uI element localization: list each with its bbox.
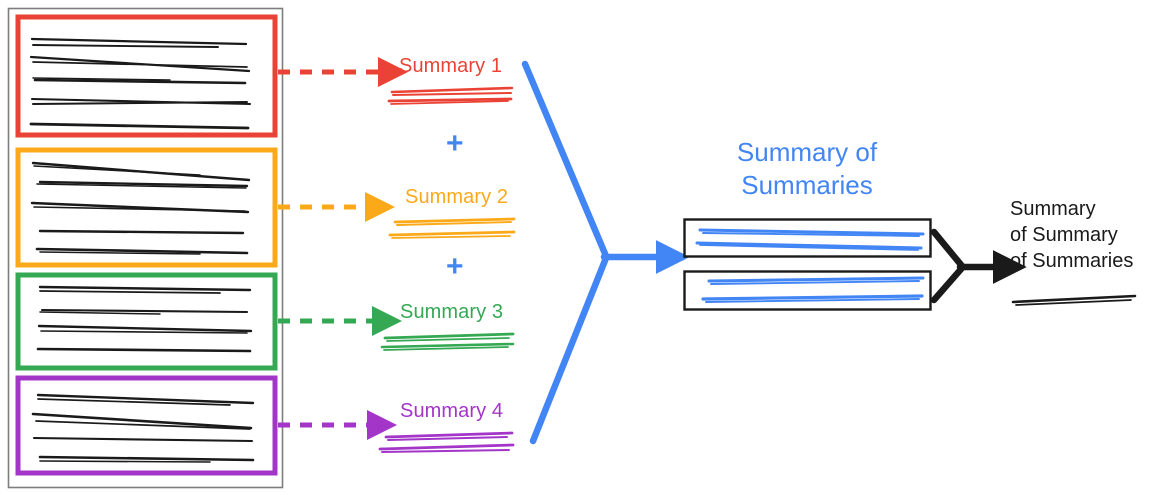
final-output-line-1: Summary (1010, 198, 1096, 220)
summary-3-lines (380, 332, 515, 351)
final-output-label: Summary of Summary of Summaries (1010, 196, 1133, 274)
sos-box-2[interactable] (683, 270, 932, 311)
chunk-2-text-lines (30, 161, 251, 255)
sos-box-1-lines (695, 228, 925, 251)
summary-2-label: Summary 2 (405, 186, 509, 208)
summary-3-label: Summary 3 (400, 301, 504, 323)
black-merge-arrow (930, 228, 1027, 304)
summary-2-lines (388, 217, 516, 239)
source-chunk-1[interactable] (15, 14, 278, 138)
blue-merge-arrow (521, 60, 690, 445)
sos-title-line-2: Summaries (741, 169, 873, 200)
source-chunk-2[interactable] (15, 147, 278, 268)
chunk-1-text-lines (29, 37, 252, 130)
chunk-4-text-lines (31, 393, 255, 463)
final-output-line-3: of Summaries (1010, 250, 1134, 272)
summary-1-lines (387, 86, 514, 105)
summary-of-summaries-title: Summary of Summaries (677, 136, 937, 201)
summary-4-lines (378, 431, 515, 453)
sos-box-1[interactable] (683, 218, 932, 258)
sos-box-2-lines (701, 276, 925, 303)
final-output-line-2: of Summary (1010, 224, 1118, 246)
final-output-line (1011, 294, 1137, 306)
plus-icon-2: + (446, 250, 464, 283)
plus-icon-1: + (446, 127, 464, 160)
summary-4-label: Summary 4 (400, 400, 504, 422)
chunk-3-text-lines (36, 285, 253, 353)
summary-1-label: Summary 1 (399, 55, 503, 77)
sos-title-line-1: Summary of (736, 137, 878, 167)
source-document-border (7, 7, 284, 489)
source-chunk-3[interactable] (15, 272, 278, 371)
source-chunk-4[interactable] (15, 375, 278, 476)
